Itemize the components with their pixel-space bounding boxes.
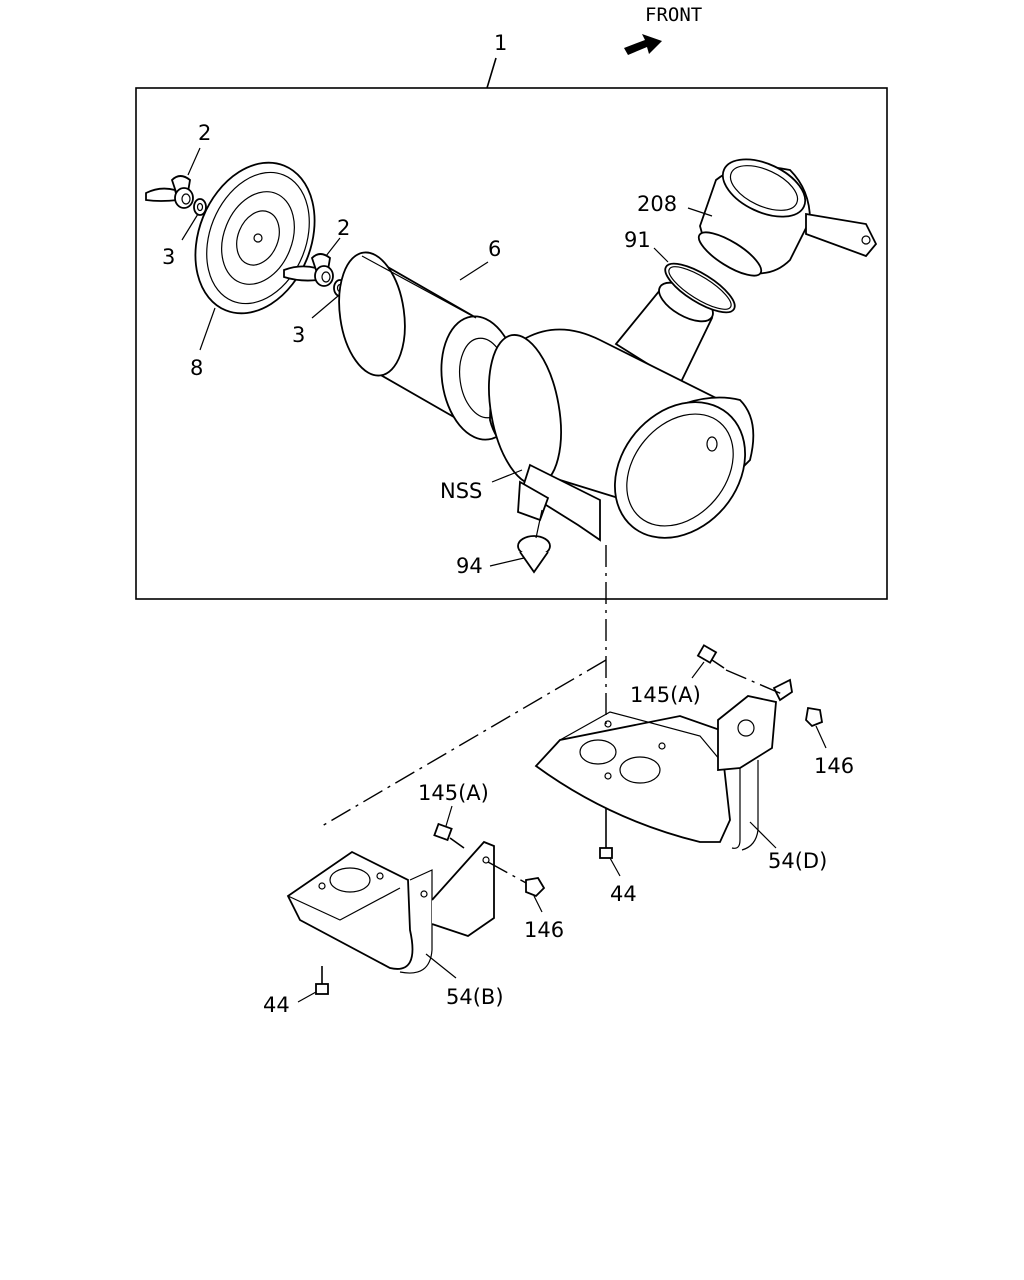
label-washer-top: 3: [162, 245, 175, 269]
label-assembly: 1: [494, 31, 507, 55]
front-label: FRONT: [645, 4, 702, 26]
label-elbow: 208: [637, 192, 677, 216]
dust-valve: [517, 535, 551, 574]
label-wing-nut-top: 2: [198, 121, 211, 145]
label-wing-nut-mid: 2: [337, 216, 350, 240]
hose-clamp: [664, 262, 736, 314]
screw-d: [599, 808, 613, 859]
label-valve: 94: [456, 554, 483, 578]
bolt-d: [696, 644, 725, 669]
nut-d: [805, 706, 824, 728]
bracket-d: [534, 678, 793, 851]
label-nut-d: 146: [814, 754, 854, 778]
label-nss: NSS: [440, 479, 482, 503]
label-screw-b: 44: [263, 993, 290, 1017]
front-arrow-icon: [624, 34, 662, 55]
air-cleaner-body: [488, 281, 755, 542]
label-washer-mid: 3: [292, 323, 305, 347]
wing-nut-mid: [283, 253, 334, 287]
bracket-b: [286, 840, 495, 974]
label-clamp: 91: [624, 228, 651, 252]
label-bolt-d: 145(A): [630, 683, 701, 707]
wing-nut-top: [145, 175, 194, 209]
assembly-frame: [135, 87, 888, 600]
label-bracket-b: 54(B): [446, 985, 504, 1009]
intake-elbow: [697, 158, 878, 277]
washer-top: [193, 198, 207, 216]
screw-b: [315, 966, 329, 995]
label-screw-d: 44: [610, 882, 637, 906]
label-bolt-b: 145(A): [418, 781, 489, 805]
bolt-b: [433, 822, 465, 849]
cover-plate: [194, 161, 316, 315]
label-element: 6: [488, 237, 501, 261]
nut-b: [525, 877, 546, 898]
label-cover: 8: [190, 356, 203, 380]
label-bracket-d: 54(D): [768, 849, 827, 873]
label-nut-b: 146: [524, 918, 564, 942]
